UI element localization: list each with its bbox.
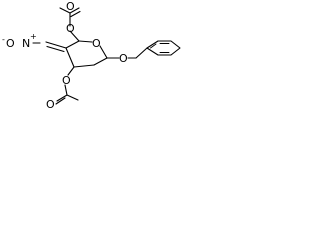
top-ester-c-bond	[69, 30, 80, 42]
top-acetyl-methyl-bond	[59, 7, 71, 14]
molecule-structure: O O O O O O - O N +	[2, 0, 181, 111]
ring-bond-c2-c3	[73, 64, 95, 68]
ring-bond-c4-c5	[65, 40, 80, 49]
benzene-hexagon	[146, 40, 181, 56]
exocyclic-double-bond	[45, 41, 67, 49]
nitro-group	[32, 41, 67, 53]
top-carbonyl-double-bond-inner	[70, 10, 81, 18]
ring-bond-c3-c4	[65, 47, 75, 68]
atom-o-top-ester: O	[66, 22, 75, 35]
atom-o-glycosidic: O	[119, 52, 128, 65]
pyranose-ring	[65, 40, 108, 68]
bottom-ester-c-bond	[67, 66, 75, 76]
bottom-carbonyl-double-bond-inner	[55, 97, 66, 105]
bottom-acyl-o-bond	[64, 84, 68, 96]
top-carbonyl-double-bond	[69, 7, 80, 14]
top-acetate-group	[59, 7, 81, 42]
atom-o-bottom-ester: O	[62, 74, 71, 87]
bottom-carbonyl-double-bond	[56, 94, 68, 102]
benzene-ring	[146, 40, 181, 56]
ring-bond-c1-c2	[93, 57, 108, 66]
atom-o-top-carbonyl: O	[66, 0, 75, 13]
bottom-acetyl-methyl-bond	[66, 94, 79, 101]
atom-o-bottom-carbonyl: O	[46, 98, 55, 111]
atom-o-nitro: O	[6, 37, 15, 50]
nitro-positive-charge: +	[30, 32, 37, 41]
structure-canvas: O O O O O O - O N +	[0, 0, 195, 115]
atom-o-ring: O	[92, 37, 101, 50]
bottom-acetate-group	[55, 66, 79, 105]
benzene-inner-bond-left	[150, 43, 157, 49]
benzyloxy-group	[106, 47, 148, 59]
exocyclic-double-bond-inner	[46, 45, 65, 53]
ring-bond-o-c1	[99, 45, 108, 59]
ch2-phenyl-bond	[135, 47, 148, 59]
atom-n-nitro: N	[22, 37, 30, 50]
ring-bond-c5-o	[78, 40, 93, 43]
nitro-negative-charge: -	[2, 35, 5, 44]
